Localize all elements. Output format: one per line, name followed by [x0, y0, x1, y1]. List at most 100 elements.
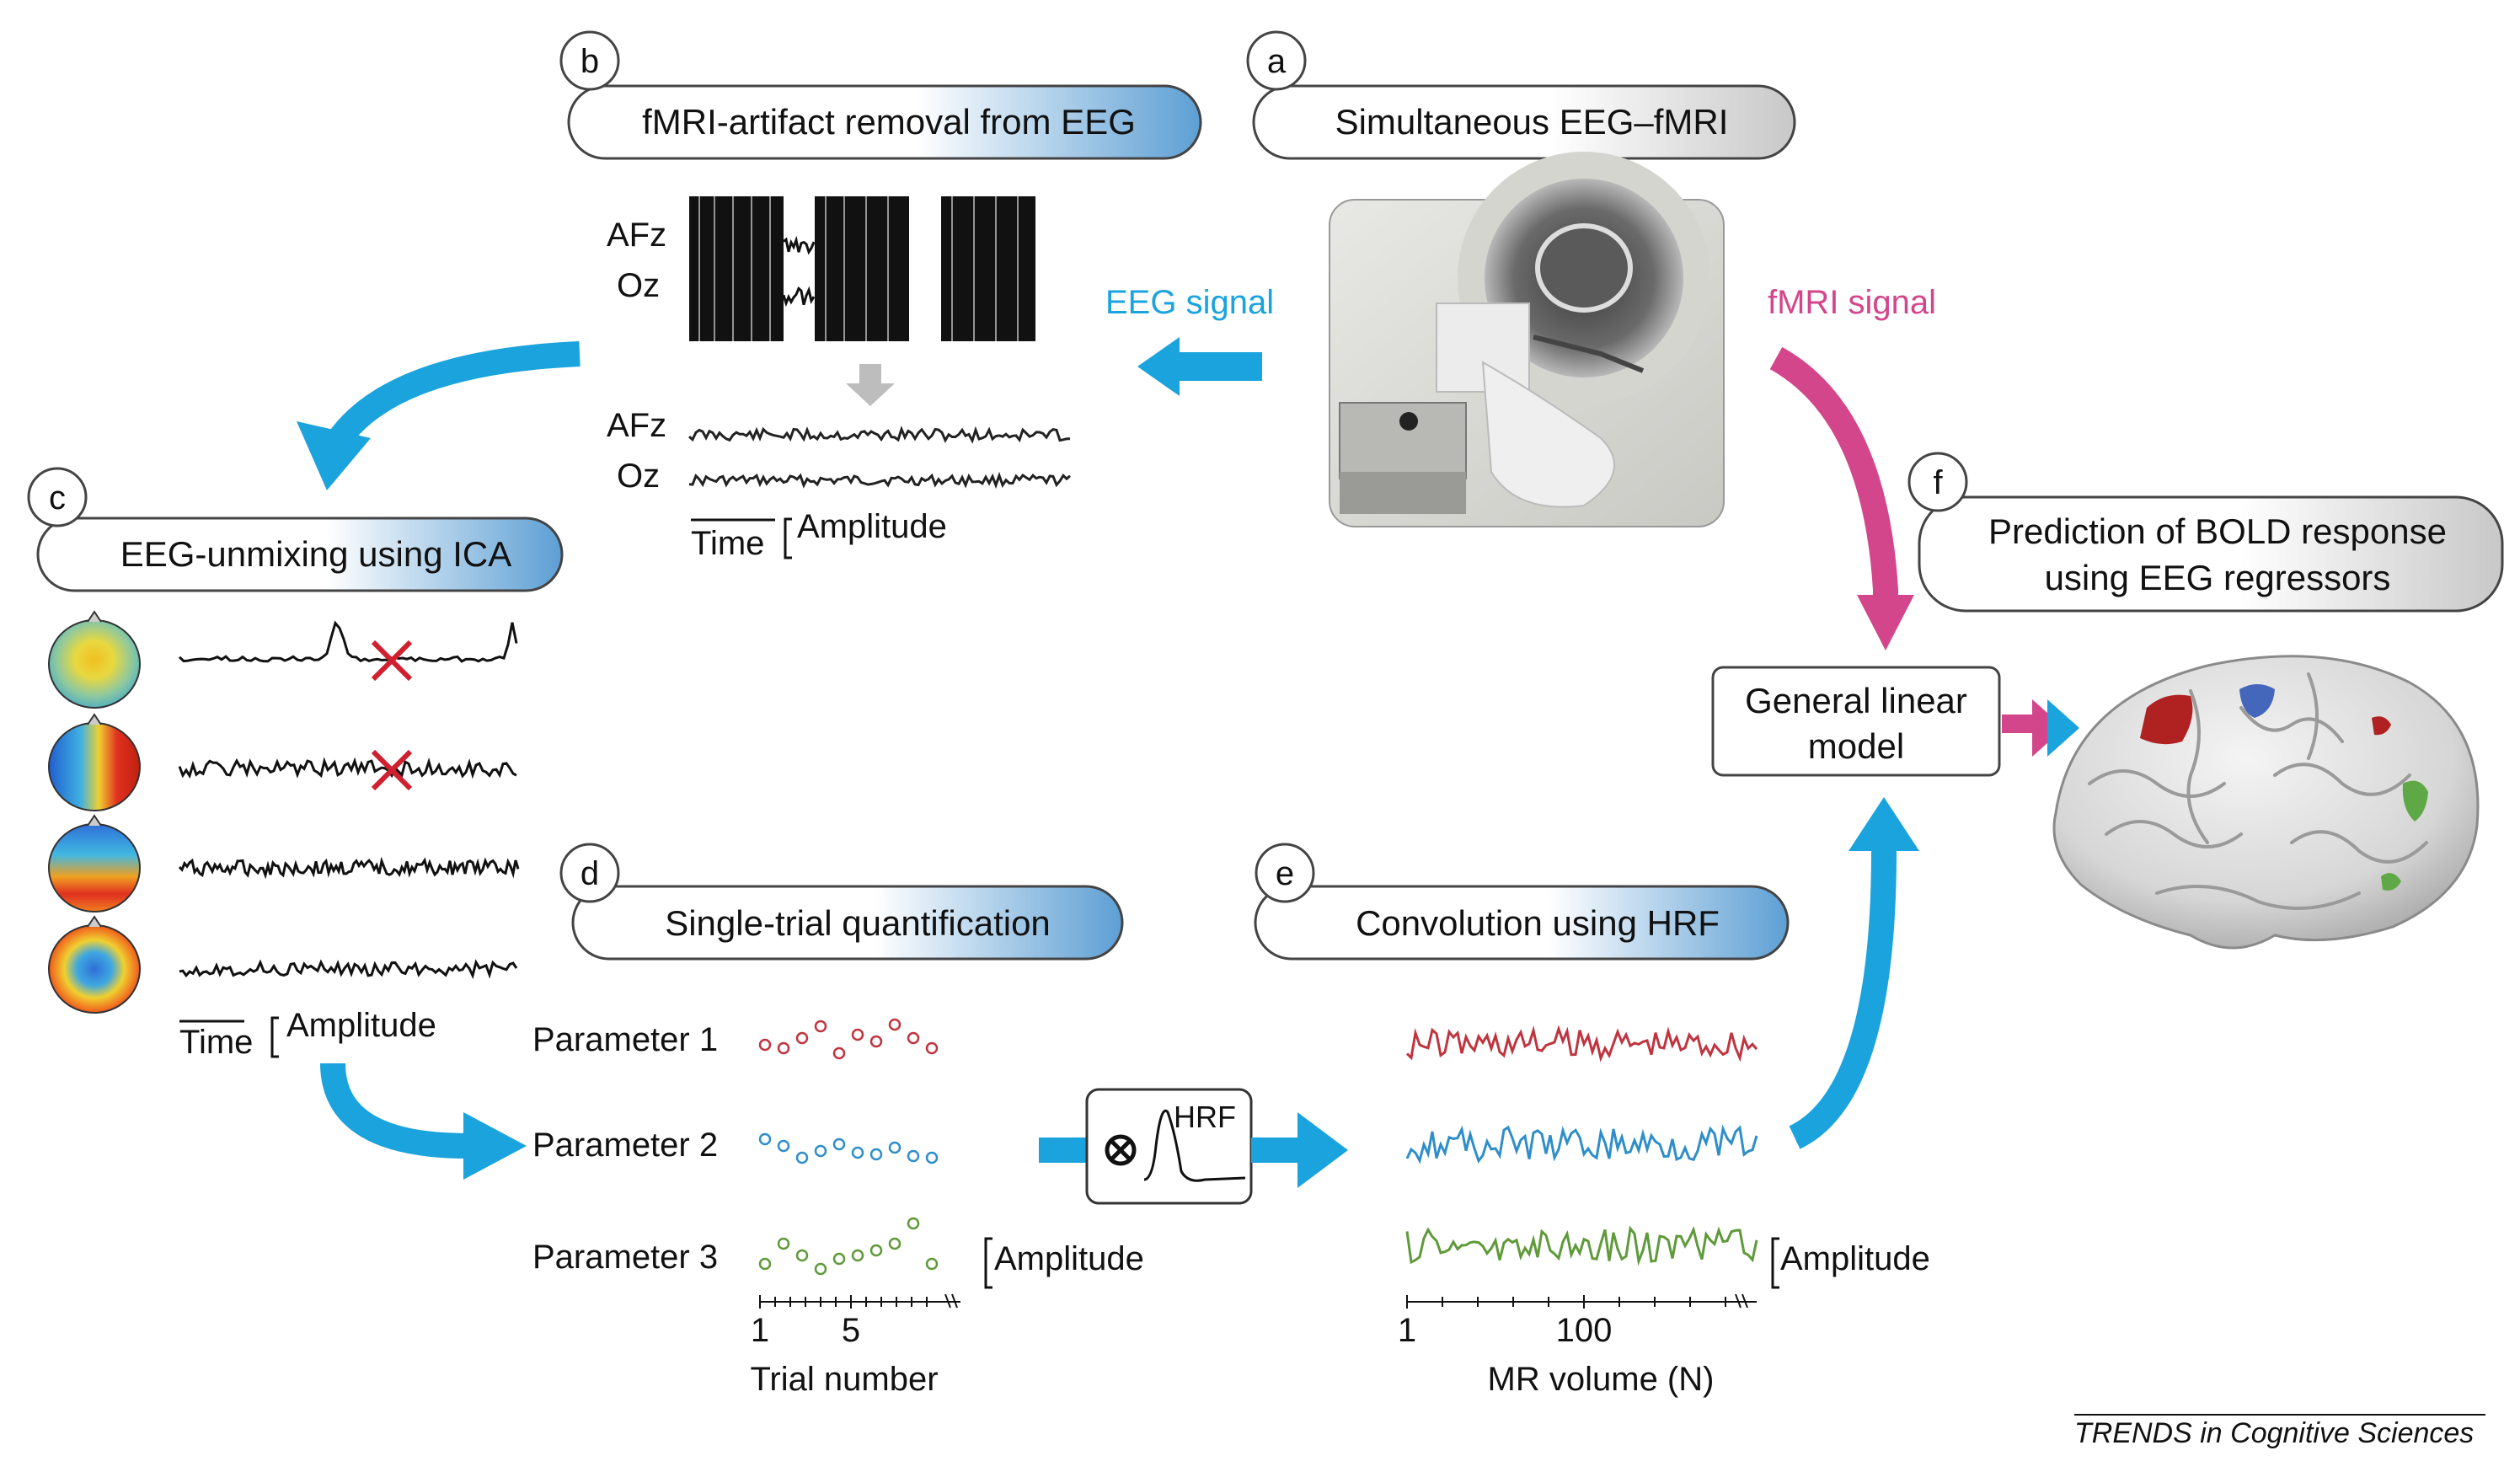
- parameter-1-points: [758, 1018, 939, 1060]
- parameter-2-label: Parameter 2: [532, 1127, 718, 1164]
- regressor-1-trace: [1405, 1025, 1758, 1063]
- trial-point: [888, 1018, 902, 1031]
- panel-a-title: Simultaneous EEG–fMRI: [1335, 102, 1729, 142]
- panel-e-title: Convolution using HRF: [1356, 903, 1720, 943]
- panel-f-badge: [1907, 452, 1968, 512]
- regressor-3-trace: [1405, 1225, 1758, 1266]
- glm-label-line1: General linear: [1745, 681, 1967, 720]
- panel-d: d Single-trial quantification Parameter …: [532, 843, 1144, 1398]
- trial-point: [907, 1031, 920, 1045]
- panel-c-title-box: [36, 517, 564, 592]
- volume-axis-tick-100: 100: [1556, 1312, 1613, 1349]
- raw-channel-oz: Oz: [617, 267, 660, 304]
- panel-d-title-box: [571, 885, 1124, 961]
- panel-c: c EEG-unmixing using ICA Time: [27, 467, 564, 1061]
- trial-axis-tick-5: 5: [842, 1312, 860, 1349]
- trial-point: [907, 1217, 920, 1230]
- arrow-c-to-d: [320, 1063, 468, 1159]
- panel-d-badge: [559, 843, 620, 903]
- parameter-3-label: Parameter 3: [532, 1239, 718, 1276]
- panel-c-badge-letter: c: [49, 479, 66, 517]
- activation-green-2: [2381, 873, 2401, 891]
- brain-render: [2052, 655, 2480, 950]
- regressor-2-trace: [1405, 1124, 1758, 1164]
- panel-c-amplitude-label: Amplitude: [286, 1007, 436, 1044]
- fmri-signal-label: fMRI signal: [1768, 284, 1936, 321]
- trial-axis-tick-1: 1: [751, 1312, 769, 1349]
- panel-a-badge-letter: a: [1267, 43, 1287, 80]
- panel-c-time-label: Time: [179, 1024, 253, 1061]
- trial-point: [795, 1031, 809, 1045]
- trial-point: [795, 1151, 809, 1164]
- clean-afz-trace: [688, 426, 1070, 444]
- ica-component-3-trace: [178, 856, 520, 880]
- cleanup-arrow: [846, 364, 895, 406]
- panel-c-badge: [27, 467, 88, 527]
- raw-channel-afz: AFz: [607, 217, 666, 254]
- topo-map-4: [48, 915, 141, 1014]
- ica-component-2-trace: [178, 757, 517, 779]
- trial-axis: [759, 1293, 960, 1309]
- panel-c-title: EEG-unmixing using ICA: [120, 534, 512, 574]
- panel-b-badge: [559, 30, 620, 91]
- glm-box: General linear model: [1711, 666, 2001, 777]
- trial-point: [851, 1146, 864, 1159]
- activation-red-1: [2140, 694, 2193, 745]
- glm-label-line2: model: [1808, 726, 1904, 766]
- panel-f: f Prediction of BOLD response using EEG …: [1907, 452, 2504, 950]
- artifact-block-2: [815, 196, 909, 341]
- credit: TRENDS in Cognitive Sciences: [2074, 1414, 2485, 1449]
- trial-point: [832, 1137, 846, 1151]
- panel-a: a Simultaneous EEG–fMRI EEG signal fMRI …: [1105, 30, 1936, 650]
- trial-point: [814, 1020, 827, 1033]
- trial-point: [814, 1262, 827, 1276]
- topo-map-1: [48, 610, 141, 709]
- panel-e-badge: [1255, 843, 1315, 903]
- hrf-convolution: HRF: [1039, 1088, 1348, 1205]
- arrow-e-to-glm: [1789, 850, 1897, 1149]
- trial-point: [758, 1038, 772, 1052]
- hrf-curve: [1143, 1109, 1246, 1182]
- activation-red-2: [2372, 716, 2391, 736]
- panel-d-amplitude-label: Amplitude: [994, 1240, 1144, 1277]
- fmri-signal-arrow: [1769, 346, 1898, 600]
- clean-oz-trace: [688, 471, 1071, 490]
- scanner-photo: [1329, 152, 1725, 527]
- panel-f-badge-letter: f: [1933, 464, 1943, 501]
- trial-point: [907, 1149, 920, 1163]
- trial-point: [888, 1237, 902, 1250]
- trial-point: [832, 1046, 846, 1060]
- eeg-signal-arrow: [1137, 337, 1262, 396]
- topo-map-3: [48, 814, 141, 913]
- trial-point: [758, 1132, 772, 1146]
- reject-mark-2: [371, 749, 413, 791]
- panel-a-title-box: [1252, 84, 1796, 160]
- trial-point: [925, 1257, 939, 1271]
- artifact-block-3: [941, 196, 1035, 341]
- panel-f-title-box: [1918, 495, 2504, 613]
- trial-point: [851, 1028, 864, 1041]
- trial-point: [814, 1144, 827, 1158]
- panel-b-badge-letter: b: [581, 43, 599, 80]
- clean-channel-afz: AFz: [607, 407, 666, 444]
- panel-b-title-box: [567, 84, 1202, 160]
- panel-d-badge-letter: d: [581, 855, 599, 892]
- parameter-3-points: [758, 1217, 939, 1276]
- raw-eeg-traces: [689, 196, 1035, 341]
- glm-to-brain-arrow: [2002, 699, 2079, 757]
- volume-axis: [1406, 1293, 1757, 1309]
- trial-point: [832, 1252, 846, 1266]
- parameter-2-points: [758, 1132, 939, 1164]
- trial-axis-label: Trial number: [750, 1361, 938, 1398]
- reject-mark-1: [371, 640, 413, 682]
- panel-b: b fMRI-artifact removal from EEG AFz Oz: [559, 30, 1202, 562]
- panel-a-badge: [1246, 30, 1307, 91]
- activation-blue: [2239, 684, 2275, 718]
- activation-green-1: [2402, 780, 2428, 822]
- panel-f-title-line2: using EEG regressors: [2045, 558, 2391, 597]
- parameter-1-label: Parameter 1: [532, 1021, 718, 1058]
- panel-e: e Convolution using HRF Amplitude 1 100 …: [1254, 843, 1930, 1398]
- trial-point: [888, 1141, 902, 1154]
- trial-point: [777, 1041, 790, 1055]
